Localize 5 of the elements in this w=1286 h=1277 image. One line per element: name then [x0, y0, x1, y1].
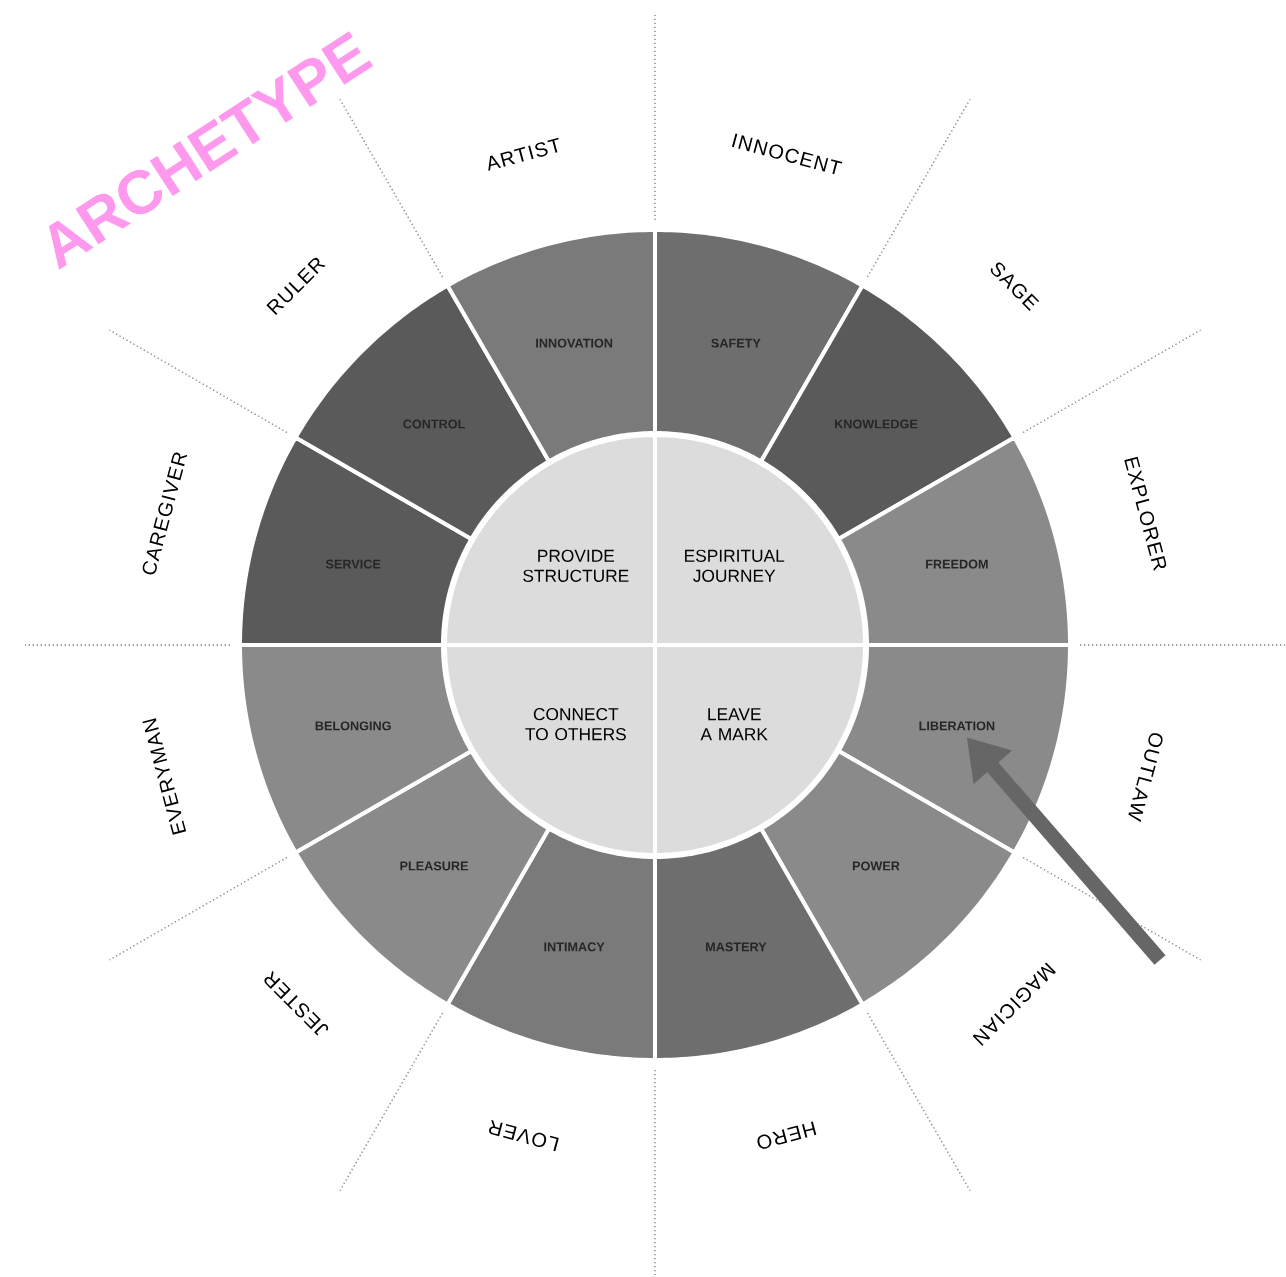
archetype-label: HERO	[757, 1121, 817, 1149]
archetype-label: LOVER	[489, 1119, 559, 1152]
quadrant-segment: LEAVE A MARK	[653, 643, 868, 857]
ring-segment: BELONGING	[238, 643, 475, 856]
archetype-label: ARTIST	[488, 137, 559, 171]
